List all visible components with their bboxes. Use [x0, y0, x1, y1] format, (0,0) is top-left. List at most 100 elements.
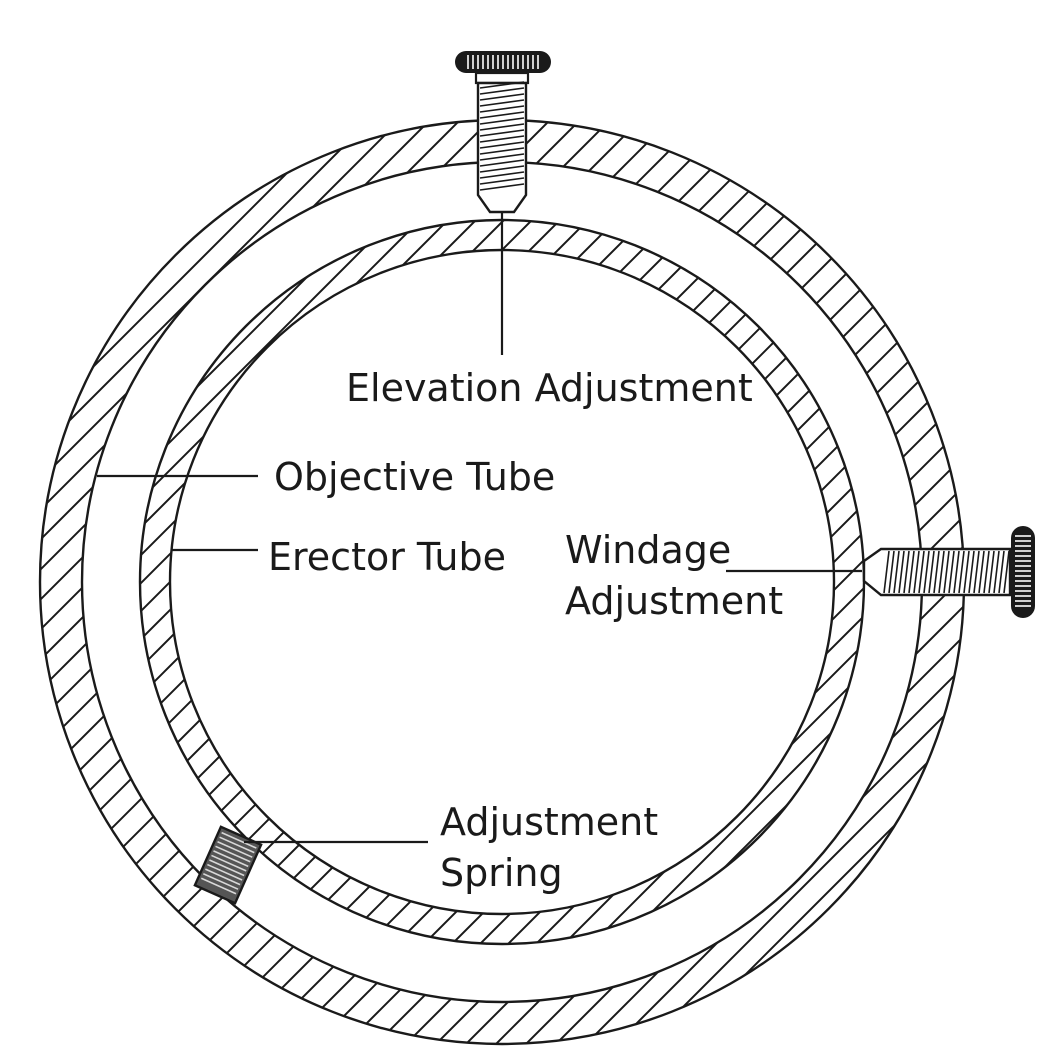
thread-line	[968, 550, 975, 594]
hatch-line	[140, 220, 221, 944]
thread-line	[479, 147, 525, 155]
thread-line	[479, 159, 525, 167]
hatch-line	[0, 0, 108, 1058]
hatch-line	[40, 120, 521, 1044]
spring-coil-line	[202, 872, 239, 890]
spring-coil-line	[209, 859, 245, 877]
thread-line	[479, 87, 525, 95]
hatch-line	[0, 0, 24, 1058]
hatch-line	[687, 220, 864, 944]
hatch-line	[140, 220, 864, 944]
thread-line	[883, 550, 890, 594]
hatch-line	[140, 220, 529, 944]
thread-line	[983, 550, 990, 594]
thread-line	[479, 135, 525, 143]
hatch-line	[435, 220, 864, 944]
hatch-line	[140, 220, 193, 944]
thread-line	[928, 550, 935, 594]
thread-line	[479, 99, 525, 107]
thread-line	[479, 129, 525, 137]
thread-line	[479, 183, 525, 191]
thread-line	[993, 550, 1000, 594]
hatch-line	[769, 120, 964, 1044]
hatch-line	[679, 120, 964, 1044]
windage-screw	[862, 526, 1035, 618]
thread-line	[923, 550, 930, 594]
hatch-line	[40, 120, 401, 1044]
thread-line	[998, 550, 1005, 594]
hatch-line	[140, 220, 864, 944]
elevation-adjustment-label: Elevation Adjustment	[346, 366, 753, 410]
hatch-line	[295, 220, 864, 944]
thread-line	[479, 141, 525, 149]
thread-line	[953, 550, 960, 594]
spring-label-line1: Adjustment	[440, 800, 658, 844]
thread-line	[479, 117, 525, 125]
thread-line	[988, 550, 995, 594]
hatch-line	[40, 120, 191, 1044]
thread-line	[973, 550, 980, 594]
hatch-line	[40, 120, 551, 1044]
hatch-line	[1040, 0, 1048, 1058]
hatch-line	[351, 220, 864, 944]
hatch-line	[323, 220, 864, 944]
elevation-screw	[455, 51, 551, 214]
thread-line	[948, 550, 955, 594]
hatch-line	[40, 120, 431, 1044]
thread-line	[908, 550, 915, 594]
hatch-line	[980, 0, 1048, 1058]
thread-line	[1003, 550, 1010, 594]
hatch-line	[0, 0, 136, 1058]
hatch-line	[140, 220, 557, 944]
thread-line	[913, 550, 920, 594]
thread-line	[479, 165, 525, 173]
hatch-line	[40, 120, 641, 1044]
thread-line	[479, 177, 525, 185]
spring-coil-line	[211, 854, 247, 872]
hatch-line	[40, 120, 311, 1044]
hatch-line	[40, 120, 881, 1044]
thread-line	[479, 153, 525, 161]
hatch-line	[940, 0, 1048, 1058]
thread-line	[479, 93, 525, 101]
hatch-line	[40, 120, 491, 1044]
thread-line	[943, 550, 950, 594]
spring-coil-line	[207, 863, 243, 881]
spring-label-line2: Spring	[440, 851, 563, 895]
thread-line	[958, 550, 965, 594]
hatch-line	[140, 220, 864, 944]
hatch-line	[0, 0, 80, 1058]
hatch-line	[709, 120, 964, 1044]
spring-coil-line	[217, 841, 253, 858]
hatch-line	[40, 120, 461, 1044]
adjustment-spring	[193, 825, 263, 905]
spring-coil-line	[213, 850, 249, 868]
windage-label-line2: Adjustment	[565, 579, 783, 623]
hatch-line	[140, 220, 697, 944]
hatch-line	[439, 120, 964, 1044]
thread-line	[479, 81, 525, 89]
hatch-line	[140, 220, 864, 944]
spring-coil-line	[205, 868, 241, 886]
thread-line	[938, 550, 945, 594]
hatch-line	[40, 120, 221, 1044]
hatch-line	[140, 220, 361, 944]
hatch-line	[619, 120, 964, 1044]
hatch-line	[40, 120, 131, 1044]
hatch-line	[40, 120, 941, 1044]
hatch-line	[40, 120, 911, 1044]
hatch-line	[140, 220, 864, 944]
spring-coil-line	[200, 877, 237, 895]
hatch-line	[739, 120, 964, 1044]
hatch-line	[968, 0, 1048, 1058]
thread-line	[479, 171, 525, 179]
hatch-line	[0, 0, 10, 1058]
hatch-line	[40, 120, 41, 1044]
hatch-line	[140, 220, 864, 944]
erector-tube-label: Erector Tube	[268, 535, 506, 579]
thread-line	[903, 550, 910, 594]
windage-label-line1: Windage	[565, 528, 731, 572]
thread-line	[479, 105, 525, 113]
hatch-line	[771, 220, 864, 944]
